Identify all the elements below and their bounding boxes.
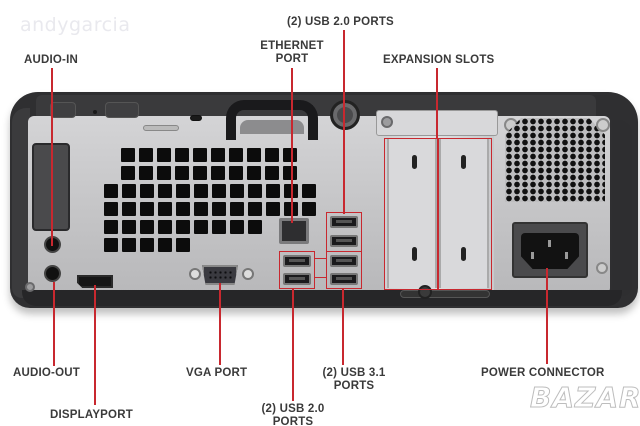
chassis-handle-inner xyxy=(240,120,304,134)
leader-power-connector xyxy=(546,268,548,364)
psu-fan-grille xyxy=(505,118,605,202)
power-pin xyxy=(531,252,534,259)
slot-cutout xyxy=(412,247,417,261)
label-expansion-slots: EXPANSION SLOTS xyxy=(383,54,495,66)
lock-slot xyxy=(190,115,202,121)
highlight-usb20-top xyxy=(326,212,362,252)
psu-screw-right xyxy=(596,118,610,132)
highlight-usb31 xyxy=(326,251,362,289)
label-ethernet-line2: PORT xyxy=(275,53,309,65)
leader-audio-in xyxy=(51,68,53,246)
thumbscrew-icon xyxy=(330,100,360,130)
usb31-port-2 xyxy=(330,273,358,285)
leader-vga xyxy=(219,283,221,365)
vga-screw-right xyxy=(242,268,254,280)
psu-screw xyxy=(596,262,608,274)
label-audio-in: AUDIO-IN xyxy=(24,54,78,66)
label-usb20-bottom-line1: (2) USB 2.0 xyxy=(261,403,325,415)
label-usb20-bottom-line2: PORTS xyxy=(272,416,314,426)
slot-cutout xyxy=(461,247,466,261)
label-usb31-line1: (2) USB 3.1 xyxy=(322,367,386,379)
ethernet-jack xyxy=(279,218,309,244)
screw-hole xyxy=(93,110,97,114)
bracket-screw xyxy=(381,116,393,128)
label-power-connector: POWER CONNECTOR xyxy=(481,367,605,379)
leader-usb20-bottom xyxy=(292,289,294,401)
label-ethernet-port: ETHERNET PORT xyxy=(258,40,326,66)
bottom-rail xyxy=(22,290,622,306)
watermark-bazar-logo: BAZAR xyxy=(530,381,640,415)
label-ethernet-line1: ETHERNET xyxy=(260,40,324,52)
chassis-handle xyxy=(226,100,318,140)
leader-usb20-top xyxy=(343,30,345,214)
vga-pins xyxy=(208,270,232,280)
usb20-bottom-port-1 xyxy=(283,255,311,267)
usb20-top-port-2 xyxy=(330,235,358,247)
slot-base xyxy=(400,290,490,298)
label-usb20-bottom: (2) USB 2.0 PORTS xyxy=(257,403,329,426)
vent-grid-lower xyxy=(104,220,262,234)
latch-slot xyxy=(143,125,179,131)
top-tab-right xyxy=(105,102,139,118)
vent-grid-bottom xyxy=(104,238,190,252)
usb20-bottom-port-2 xyxy=(283,273,311,285)
audio-in-jack xyxy=(44,236,61,253)
power-pin xyxy=(565,252,568,259)
leader-displayport xyxy=(94,285,96,405)
highlight-usb20-bottom xyxy=(279,251,315,289)
highlight-expansion-slot-1 xyxy=(384,138,438,290)
label-vga-port: VGA PORT xyxy=(186,367,248,379)
vga-screw-left xyxy=(189,268,201,280)
watermark-username: andygarcia xyxy=(20,14,131,36)
label-displayport: DISPLAYPORT xyxy=(50,409,133,421)
highlight-expansion-slot-2 xyxy=(438,138,492,290)
usb20-top-port-1 xyxy=(330,216,358,228)
label-audio-out: AUDIO-OUT xyxy=(13,367,80,379)
leader-expansion-slots xyxy=(436,68,438,139)
left-bezel xyxy=(12,108,30,298)
slot-cutout xyxy=(461,155,466,169)
top-tab-left xyxy=(50,102,76,118)
bottom-thumbscrew xyxy=(418,285,432,299)
power-inlet xyxy=(521,233,579,269)
audio-out-jack xyxy=(44,265,61,282)
leader-ethernet xyxy=(291,68,293,223)
screw-icon xyxy=(25,282,35,292)
leader-audio-out xyxy=(53,282,55,366)
right-bezel xyxy=(612,120,632,296)
vent-grid-middle xyxy=(104,184,316,216)
label-usb20-top: (2) USB 2.0 PORTS xyxy=(287,16,394,28)
usb31-port-1 xyxy=(330,255,358,267)
slot-cutout xyxy=(412,155,417,169)
leader-usb31 xyxy=(342,289,344,365)
power-pin xyxy=(548,240,551,247)
vent-grid-upper xyxy=(121,148,297,180)
label-usb31: (2) USB 3.1 PORTS xyxy=(318,367,390,393)
label-usb31-line2: PORTS xyxy=(333,380,375,392)
highlight-usb-bridge xyxy=(315,258,326,278)
